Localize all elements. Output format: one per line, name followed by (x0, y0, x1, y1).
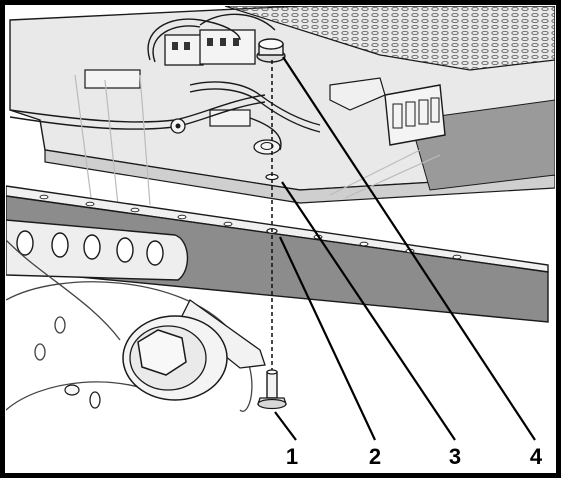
ground-lug (253, 139, 281, 155)
wiring-harness (9, 13, 321, 151)
link-plate (6, 219, 189, 281)
leader-line-1 (274, 411, 297, 441)
fastener-bolt (257, 369, 287, 410)
hex-bolt-hub (64, 315, 228, 409)
callout-4: 4 (530, 444, 543, 469)
fuse-block (384, 84, 446, 146)
mesh-screen (224, 6, 555, 71)
callout-1: 1 (286, 444, 298, 469)
leader-line-3 (281, 181, 456, 441)
callout-3: 3 (449, 444, 461, 469)
leader-line-2 (279, 236, 376, 441)
locking-nut (256, 38, 286, 63)
frame-rail (6, 185, 549, 323)
callout-2: 2 (369, 444, 381, 469)
leader-line-4 (282, 56, 536, 441)
leader-lines (274, 56, 536, 441)
